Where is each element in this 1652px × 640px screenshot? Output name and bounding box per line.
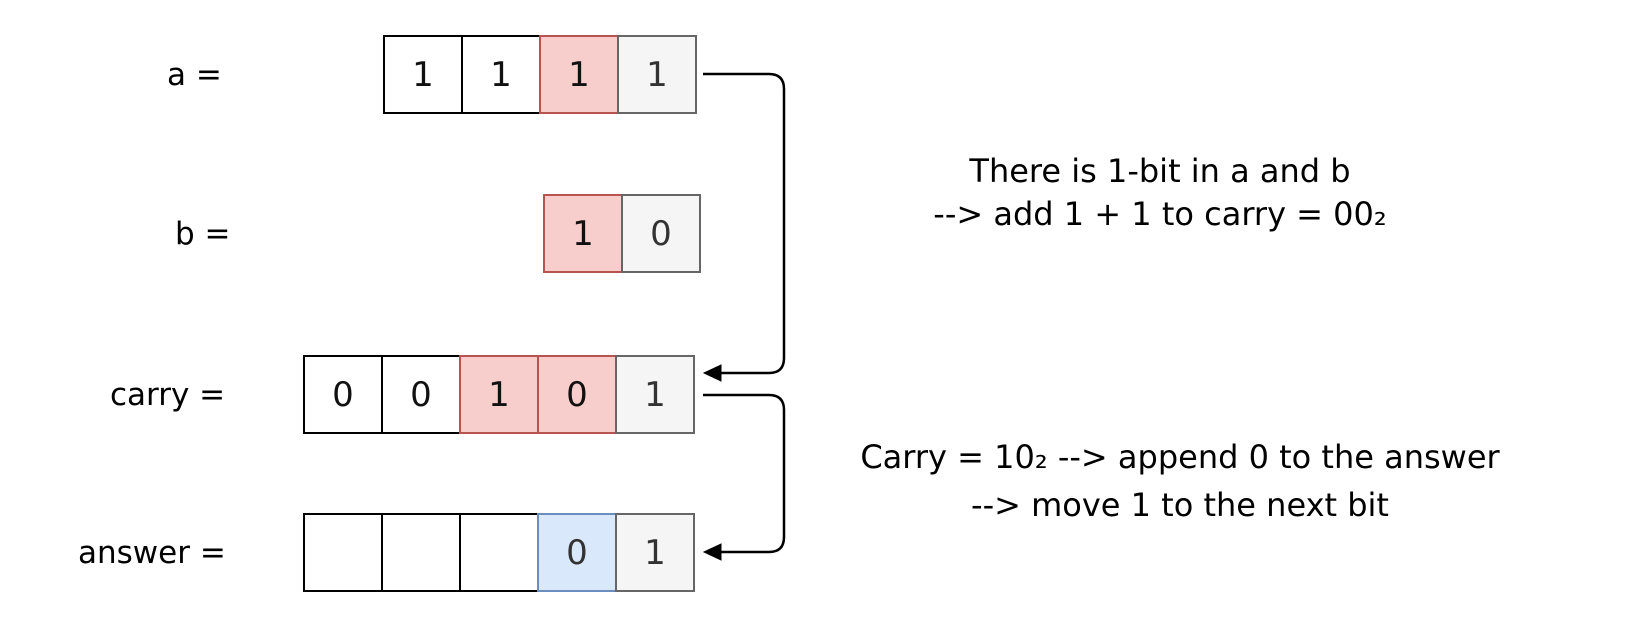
row-label-b: b = — [175, 216, 231, 252]
connector-a-to-carry — [702, 72, 786, 382]
annotation-add-to-carry: There is 1-bit in a and b --> add 1 + 1 … — [880, 150, 1440, 236]
bit-cell-answer-0: 0 — [537, 513, 617, 592]
bit-cell-answer-empty — [381, 513, 461, 592]
bit-cell-carry-0: 0 — [537, 355, 617, 434]
bit-cell-carry-1: 1 — [459, 355, 539, 434]
annotation-line: Carry = 10₂ --> append 0 to the answer — [860, 438, 1500, 476]
bit-cell-answer-empty — [303, 513, 383, 592]
bit-cell-a-1: 1 — [539, 35, 619, 114]
arrow-head-into-answer — [702, 543, 722, 561]
bit-cell-b-0: 0 — [621, 194, 701, 273]
bit-cell-answer-1: 1 — [615, 513, 695, 592]
bit-cell-carry-0: 0 — [381, 355, 461, 434]
bit-cell-a-1: 1 — [461, 35, 541, 114]
bit-cell-a-1: 1 — [383, 35, 463, 114]
annotation-line: --> add 1 + 1 to carry = 00₂ — [933, 195, 1387, 233]
connector-carry-to-answer — [702, 393, 786, 561]
bit-cell-carry-0: 0 — [303, 355, 383, 434]
arrow-head-into-carry — [702, 364, 722, 382]
bit-cell-answer-empty — [459, 513, 539, 592]
row-label-a: a = — [167, 57, 222, 93]
bit-cell-b-1: 1 — [543, 194, 623, 273]
annotation-line: There is 1-bit in a and b — [969, 152, 1351, 190]
bit-cell-carry-1: 1 — [615, 355, 695, 434]
row-label-carry: carry = — [110, 377, 226, 413]
bit-cell-a-1: 1 — [617, 35, 697, 114]
annotation-append-answer: Carry = 10₂ --> append 0 to the answer -… — [860, 433, 1500, 529]
row-label-answer: answer = — [78, 535, 226, 571]
annotation-line: --> move 1 to the next bit — [971, 486, 1389, 524]
